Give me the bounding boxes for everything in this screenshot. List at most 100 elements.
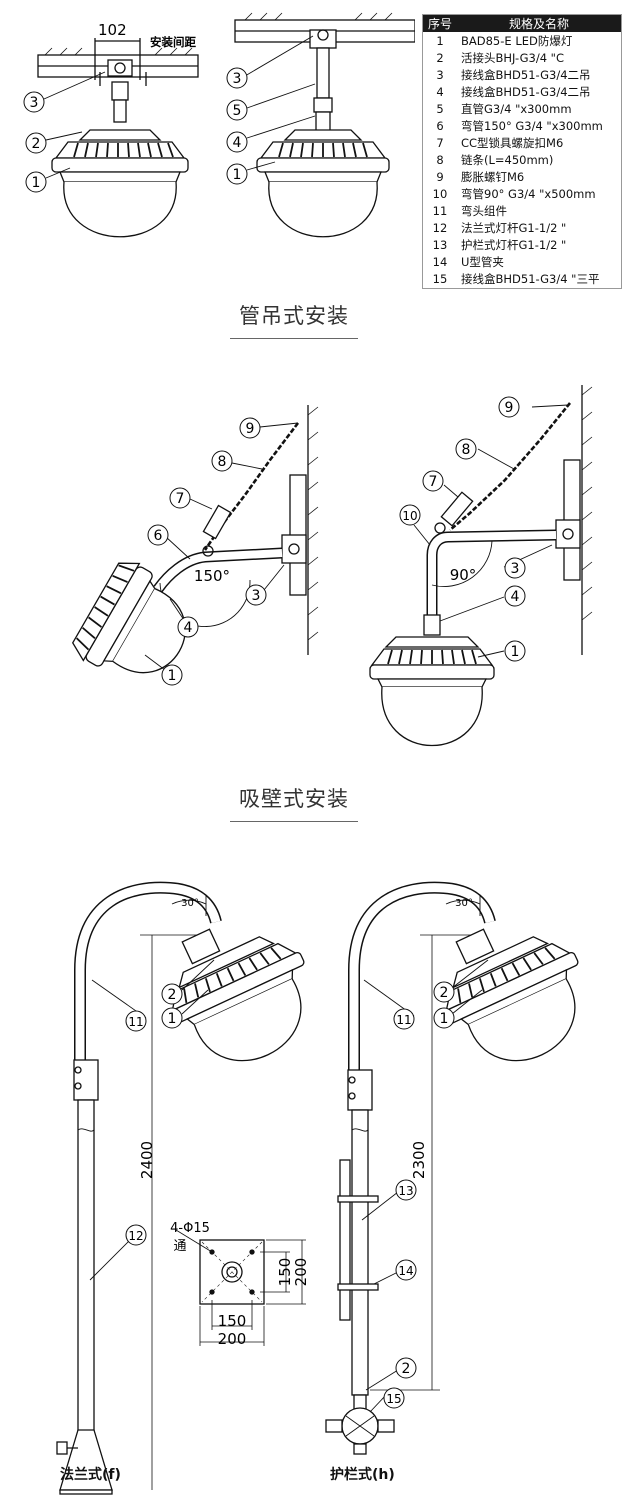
part-number: 1	[436, 33, 444, 48]
callout-right-5: 5	[233, 103, 242, 119]
part-name: BAD85-E LED防爆灯	[461, 33, 573, 48]
parts-table-row: 11 弯头组件	[423, 203, 622, 220]
part-number: 4	[436, 84, 444, 99]
part-name: 链条(L=450mm)	[461, 152, 554, 167]
wall-right-callout-1: 1	[511, 644, 520, 660]
part-number: 5	[436, 101, 444, 116]
parts-table-row: 1 BAD85-E LED防爆灯	[423, 32, 622, 49]
right-angle-label: 90°	[450, 566, 477, 584]
header-name: 规格及名称	[457, 14, 622, 32]
part-number: 8	[436, 152, 444, 167]
wall-left-callout-1: 1	[168, 668, 177, 684]
pole-left-callout-12: 12	[128, 1229, 143, 1243]
callout-right-4: 4	[233, 135, 242, 151]
callout-left-2: 2	[32, 136, 41, 152]
pole-right-callout-15: 15	[386, 1392, 401, 1406]
part-number: 3	[436, 67, 444, 82]
part-number: 13	[432, 238, 448, 253]
flange-dim-200-h: 200	[218, 1330, 247, 1348]
left-angle-label: 150°	[194, 567, 230, 585]
part-number: 15	[432, 272, 448, 287]
flange-type-label: 法兰式(f)	[60, 1467, 121, 1483]
pole-right-callout-13: 13	[398, 1184, 413, 1198]
install-spacing-label: 安装间距	[150, 35, 196, 49]
pole-right-angle: 30°	[455, 898, 473, 909]
wall-left-callout-7: 7	[176, 491, 185, 507]
pole-left-callout-1: 1	[168, 1011, 177, 1027]
parts-table-row: 4 接线盒BHD51-G3/4二吊	[423, 83, 622, 100]
wall-right-callout-8: 8	[462, 442, 471, 458]
part-name: U型管夹	[461, 255, 504, 270]
part-name: 弯管90° G3/4 "x500mm	[461, 187, 596, 202]
callout-left-1: 1	[32, 175, 41, 191]
pole-right-callout-14: 14	[398, 1264, 413, 1278]
wall-right-callout-7: 7	[429, 474, 438, 490]
pole-right-callout-2: 2	[440, 985, 449, 1001]
guardrail-type-label: 护栏式(h)	[330, 1467, 395, 1483]
part-name: 直管G3/4 "x300mm	[461, 101, 572, 116]
parts-table-row: 15 接线盒BHD51-G3/4 "三平	[423, 271, 622, 289]
parts-table-row: 2 活接头BHJ-G3/4 "C	[423, 49, 622, 66]
wall-mount-diagram: 150° 90° 9 8 7 6 3 4 1 9 8 7 10 3 4 1	[71, 385, 593, 746]
part-number: 14	[432, 255, 448, 270]
pole-left-callout-11: 11	[128, 1015, 143, 1029]
dim-102-label: 102	[98, 21, 127, 39]
wall-right-callout-3: 3	[511, 561, 520, 577]
header-no: 序号	[422, 14, 457, 32]
pole-mount-diagram: 30° 30° 2 1 11 12 2400 4-Φ15 通 150 200 1…	[56, 881, 579, 1495]
part-number: 9	[436, 170, 444, 185]
wall-right-callout-9: 9	[505, 400, 514, 416]
part-name: 法兰式灯杆G1-1/2 "	[461, 221, 567, 236]
flange-dim-150-h: 150	[218, 1312, 247, 1330]
parts-table-row: 8 链条(L=450mm)	[423, 151, 622, 168]
pole-left-height: 2400	[138, 1141, 156, 1179]
flange-hole-note: 通	[173, 1239, 186, 1254]
part-number: 2	[436, 50, 444, 65]
wall-left-callout-8: 8	[218, 454, 227, 470]
wall-left-callout-4: 4	[184, 620, 193, 636]
parts-table-row: 5 直管G3/4 "x300mm	[423, 100, 622, 117]
callout-right-3: 3	[233, 71, 242, 87]
parts-table-row: 13 护栏式灯杆G1-1/2 "	[423, 237, 622, 254]
parts-table-row: 3 接线盒BHD51-G3/4二吊	[423, 66, 622, 83]
part-name: 接线盒BHD51-G3/4二吊	[461, 67, 591, 82]
part-number: 10	[432, 187, 448, 202]
part-name: 活接头BHJ-G3/4 "C	[461, 50, 564, 65]
callout-right-1: 1	[233, 167, 242, 183]
part-name: 弯头组件	[461, 204, 507, 219]
parts-table-row: 9 膨胀螺钉M6	[423, 169, 622, 186]
wall-right-callout-10: 10	[402, 509, 417, 523]
part-name: 膨胀螺钉M6	[461, 170, 525, 185]
wall-left-callout-6: 6	[154, 528, 163, 544]
part-name: 接线盒BHD51-G3/4二吊	[461, 84, 591, 99]
part-name: 接线盒BHD51-G3/4 "三平	[461, 272, 600, 287]
callout-left-3: 3	[30, 95, 39, 111]
parts-table-row: 14 U型管夹	[423, 254, 622, 271]
pole-right-callout-11: 11	[396, 1013, 411, 1027]
parts-table-row: 12 法兰式灯杆G1-1/2 "	[423, 220, 622, 237]
pole-right-height: 2300	[410, 1141, 428, 1179]
parts-table-row: 6 弯管150° G3/4 "x300mm	[423, 117, 622, 134]
pole-right-callout-2b: 2	[402, 1361, 411, 1377]
pipe-hang-diagram-left: 102 安装间距 3 2 1	[23, 21, 199, 238]
parts-table-row: 10 弯管90° G3/4 "x500mm	[423, 186, 622, 203]
flange-hole-label: 4-Φ15	[170, 1221, 210, 1236]
pipe-hang-section-title: 管吊式安装	[230, 300, 358, 339]
part-number: 12	[432, 221, 448, 236]
pipe-hang-diagram-right: 3 5 4 1	[226, 12, 415, 238]
part-name: 弯管150° G3/4 "x300mm	[461, 118, 603, 133]
wall-right-callout-4: 4	[511, 589, 520, 605]
pole-right-callout-1: 1	[440, 1011, 449, 1027]
part-name: 护栏式灯杆G1-1/2 "	[461, 238, 567, 253]
pole-left-angle: 30°	[181, 898, 199, 909]
flange-dim-200-v: 200	[292, 1258, 310, 1287]
pole-left-callout-2: 2	[168, 987, 177, 1003]
wall-left-callout-9: 9	[246, 421, 255, 437]
part-name: CC型锁具螺旋扣M6	[461, 135, 564, 150]
parts-table-header: 序号 规格及名称	[422, 14, 622, 32]
part-number: 6	[436, 118, 444, 133]
wall-mount-section-title: 吸壁式安装	[230, 783, 358, 822]
part-number: 11	[432, 204, 448, 219]
